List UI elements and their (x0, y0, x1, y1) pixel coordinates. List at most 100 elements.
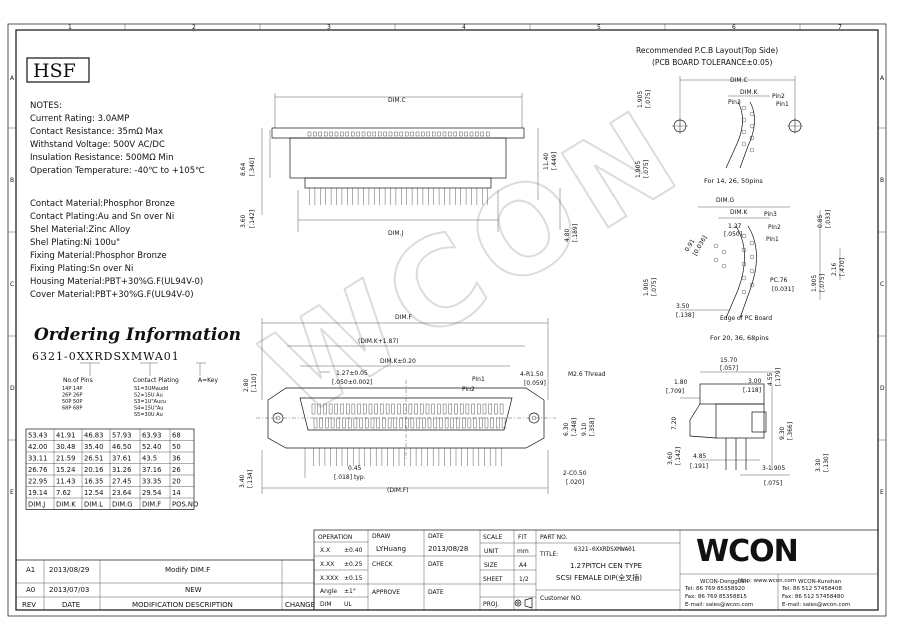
label-plating: Contact Plating (133, 377, 179, 384)
v910-sub: [.358] (589, 418, 596, 436)
dim-table-cell: 31.26 (112, 466, 131, 474)
v280: 2.80 (243, 378, 250, 392)
part-no-label: PART NO. (540, 534, 568, 541)
r1905: 1.905 (637, 91, 644, 108)
pcb-dim-c: DIM.C (730, 77, 748, 84)
v1140: 11.40 (543, 153, 550, 170)
notes-heading: NOTES: (30, 101, 62, 111)
approve-date-label: DATE (428, 589, 444, 596)
dim-table-cell: 53.43 (28, 432, 47, 440)
top-contact (410, 131, 414, 137)
watermark: WCON (242, 81, 708, 444)
pcb-edge: Edge of PC Board (720, 315, 772, 322)
dim-table-cell: DIM.F (142, 501, 161, 509)
s180: 1.80 (674, 379, 688, 386)
top-contact (475, 131, 479, 137)
top-contact (324, 131, 328, 137)
rev-header: CHANGE (285, 601, 315, 609)
pcb-caption1: For 14, 26, 50pins (704, 177, 763, 185)
pcb-pin2: Pin2 (772, 93, 785, 100)
dim-table-cell: 42.00 (28, 443, 47, 451)
note-line: Contact Material:Phosphor Bronze (30, 199, 175, 209)
front-contact-top (425, 403, 430, 415)
pcb-title: Recommended P.C.B Layout(Top Side) (636, 46, 778, 55)
thread: M2.6 Thread (568, 371, 606, 378)
front-contact-top (454, 403, 458, 415)
drawn-by: LYHuang (376, 545, 406, 553)
top-view (261, 93, 561, 232)
top-contact (405, 131, 409, 137)
pcb-hole (741, 105, 747, 111)
pcb-dim-g: DIM.G (716, 197, 734, 204)
sheet-label: SHEET (483, 576, 503, 583)
dim-table-cell: 43.5 (142, 455, 157, 463)
scale-label: SCALE (483, 534, 502, 541)
c050: 2-C0.50 (563, 470, 587, 477)
note-line: Housing Material:PBT+30%G.F(UL94V-0) (30, 277, 203, 287)
dim-table-cell: POS.NO (172, 501, 198, 509)
pcb-hole (749, 147, 755, 153)
pcb-hole (741, 233, 747, 239)
front-contact-top (403, 403, 407, 415)
pcb-pin2b: Pin2 (768, 224, 781, 231)
sheet-value: 1/2 (519, 576, 529, 583)
ordering-labels: No.of Pins Contact Plating A=Key (63, 377, 218, 384)
v630: 6.30 (563, 422, 570, 436)
dim-k-020: DIM.K±0.20 (380, 358, 416, 365)
r1905b-sub: [.075] (643, 160, 650, 178)
dim-k-187: (DIM.K+1.87) (358, 338, 398, 345)
tol: Angle (320, 588, 337, 595)
tol: ±0.25 (344, 561, 363, 568)
grid-row-d-right: D (880, 385, 885, 392)
dim-table-cell: 19.14 (28, 489, 47, 497)
front-contact-bottom (348, 417, 352, 429)
grid-col-3: 3 (327, 24, 331, 31)
r1905c-sub: [.075] (651, 278, 658, 296)
dim-table-cell: 37.61 (112, 455, 131, 463)
top-contact (351, 131, 355, 137)
top-contact (329, 131, 333, 137)
office2-mail: E-mail: sales@wcon.com (782, 602, 850, 608)
v340-sub: [.134] (247, 470, 254, 488)
front-contact-top (408, 403, 413, 415)
tol: UL (344, 601, 352, 608)
top-contact (378, 131, 382, 137)
pcb-caption2: For 20, 36, 68pins (710, 334, 769, 342)
pc76-sub: [0.031] (772, 286, 794, 293)
rev-a0-desc: NEW (185, 586, 202, 594)
pcb-hole (741, 289, 747, 295)
front-contact-bottom (370, 417, 375, 429)
front-contact-bottom (456, 417, 460, 429)
dim-table-cell: 33.11 (28, 455, 47, 463)
ordering-plating-item: S4=15U"Au (134, 406, 163, 412)
pcb-hole (713, 257, 719, 263)
front-contact-top (317, 403, 321, 415)
ordering-heading: Ordering Information (34, 325, 241, 345)
pcb-pin1b: Pin1 (766, 236, 779, 243)
front-contact-top (414, 403, 418, 415)
dim-table-cell: 33.35 (142, 478, 161, 486)
dim-table-cell: 68 (172, 432, 181, 440)
tol: DIM (320, 601, 332, 608)
top-contact (361, 131, 366, 137)
top-contact (453, 131, 457, 137)
s300: 3.00 (748, 378, 762, 385)
front-contact-top (397, 403, 401, 415)
front-contact-bottom (462, 417, 466, 429)
r150-sub: [0.059] (524, 380, 546, 387)
pcb-hole (749, 268, 755, 274)
top-contact (367, 131, 371, 137)
top-contact (313, 131, 317, 137)
pcb-top-labels: DIM.C DIM.K Pin3 Pin2 Pin1 1.905 [.075] … (635, 77, 789, 185)
office2-tel: Tel: 86 512 57458408 (781, 586, 842, 592)
front-contact-top (357, 403, 361, 415)
front-contact-top (482, 403, 487, 415)
s330-sub: [.130] (823, 454, 830, 472)
r216-sub: [.470] (839, 258, 846, 276)
r085: 0.85 (817, 214, 824, 228)
proj-label: PROJ. (483, 601, 499, 608)
note-line: Withstand Voltage: 500V AC/DC (30, 140, 165, 150)
pcb-hole (741, 247, 747, 253)
top-contact (372, 131, 376, 137)
